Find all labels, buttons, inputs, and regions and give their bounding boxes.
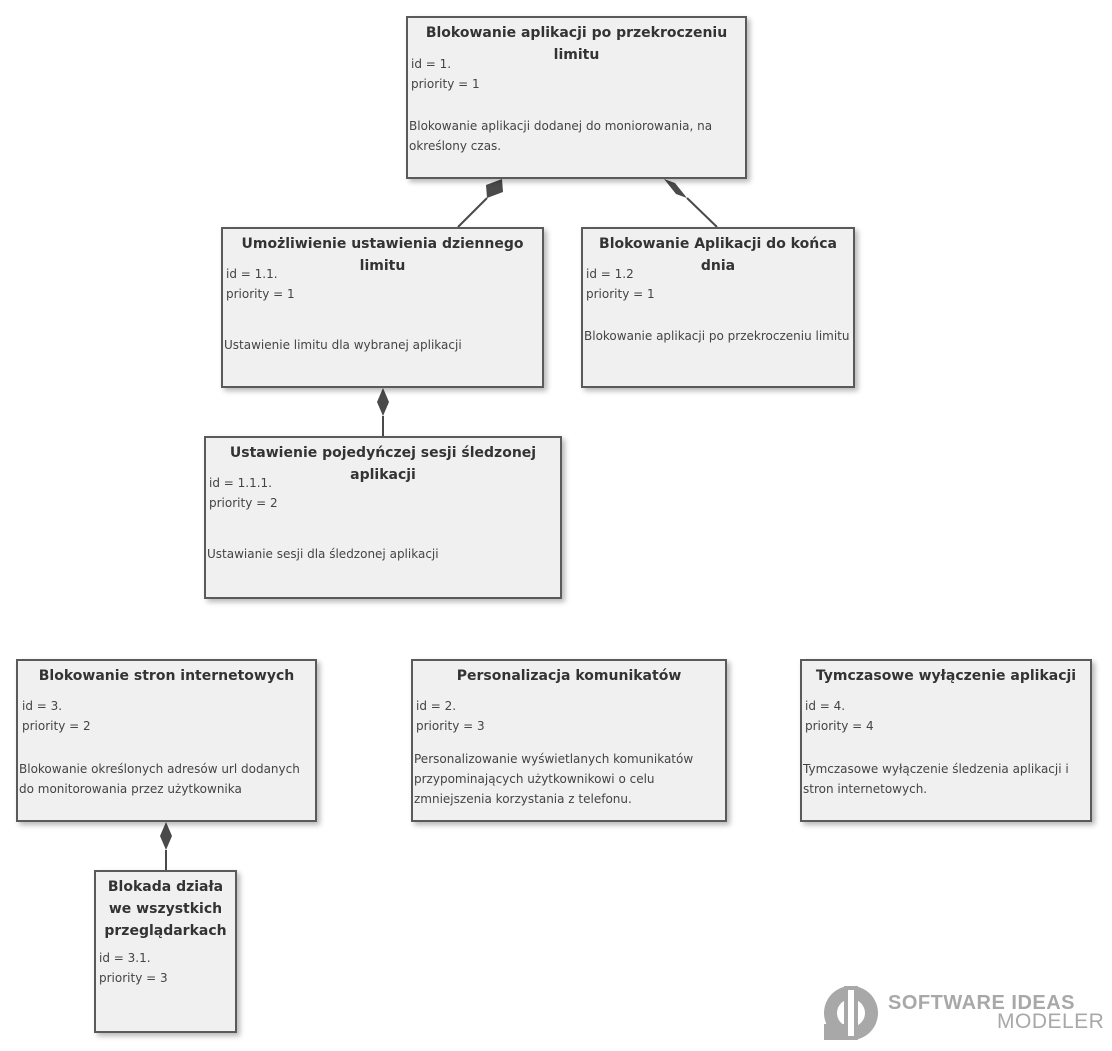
composition-connector-1-to-1-2[interactable] bbox=[664, 179, 718, 228]
requirement-id: id = 1.2 bbox=[586, 267, 634, 281]
composition-connector-1-to-1-1[interactable] bbox=[457, 179, 503, 228]
requirement-priority: priority = 4 bbox=[805, 719, 874, 733]
modeler-logo-icon bbox=[824, 986, 878, 1040]
requirement-description: Ustawianie sesji dla śledzonej aplikacji bbox=[207, 547, 439, 561]
requirement-id: id = 4. bbox=[805, 699, 846, 713]
requirement-meta: id = 1.1.1. priority = 2 bbox=[209, 473, 278, 513]
requirement-title: Blokowanie Aplikacji do końca dnia bbox=[599, 236, 837, 274]
requirement-id: id = 3. bbox=[22, 699, 63, 713]
requirement-description: Blokowanie aplikacji po przekroczeniu li… bbox=[584, 329, 850, 343]
requirement-meta: id = 1.1. priority = 1 bbox=[226, 264, 295, 304]
requirement-priority: priority = 1 bbox=[411, 77, 480, 91]
requirement-box-1-2[interactable]: Blokowanie Aplikacji do końca dnia id = … bbox=[581, 227, 855, 388]
composition-diamond-icon bbox=[377, 388, 389, 416]
requirement-box-3[interactable]: Blokowanie stron internetowych id = 3. p… bbox=[16, 659, 317, 822]
requirement-priority: priority = 2 bbox=[22, 719, 91, 733]
logo-text-line2: MODELER bbox=[997, 1010, 1105, 1033]
composition-connector-1-1-to-1-1-1[interactable] bbox=[377, 388, 389, 436]
requirement-meta: id = 3. priority = 2 bbox=[22, 696, 91, 736]
requirement-title: Blokowanie aplikacji po przekroczeniu li… bbox=[425, 25, 728, 63]
requirement-box-1-1-1[interactable]: Ustawienie pojedyńczej sesji śledzonej a… bbox=[204, 436, 562, 599]
requirement-box-1-1[interactable]: Umożliwienie ustawienia dziennego limitu… bbox=[221, 227, 544, 388]
requirement-id: id = 1.1. bbox=[226, 267, 278, 281]
requirement-priority: priority = 1 bbox=[586, 287, 655, 301]
requirement-title: Ustawienie pojedyńczej sesji śledzonej a… bbox=[229, 445, 537, 483]
logo-text-line1: SOFTWARE IDEAS bbox=[888, 992, 1076, 1014]
requirement-description: Ustawienie limitu dla wybranej aplikacji bbox=[224, 338, 462, 352]
requirement-id: id = 3.1. bbox=[99, 951, 151, 965]
requirement-id: id = 1.1.1. bbox=[209, 476, 272, 490]
requirement-id: id = 2. bbox=[416, 699, 457, 713]
requirement-priority: priority = 3 bbox=[416, 719, 485, 733]
requirement-meta: id = 1. priority = 1 bbox=[411, 54, 480, 94]
requirement-title: Personalizacja komunikatów bbox=[456, 668, 682, 684]
requirement-description: Tymczasowe wyłączenie śledzenia aplikacj… bbox=[803, 762, 1069, 796]
requirement-box-1[interactable]: Blokowanie aplikacji po przekroczeniu li… bbox=[406, 16, 747, 179]
requirement-meta: id = 3.1. priority = 3 bbox=[99, 948, 168, 988]
requirement-priority: priority = 1 bbox=[226, 287, 295, 301]
requirement-description: Blokowanie określonych adresów url dodan… bbox=[19, 762, 300, 796]
requirement-title: Umożliwienie ustawienia dziennego limitu bbox=[241, 236, 524, 274]
composition-diamond-icon bbox=[160, 822, 172, 850]
software-ideas-modeler-logo: SOFTWARE IDEAS MODELER bbox=[822, 984, 1104, 1042]
requirement-priority: priority = 2 bbox=[209, 496, 278, 510]
requirement-meta: id = 1.2 priority = 1 bbox=[586, 264, 655, 304]
requirement-meta: id = 2. priority = 3 bbox=[416, 696, 485, 736]
requirement-priority: priority = 3 bbox=[99, 971, 168, 985]
requirement-title: Blokada działa we wszystkich przeglądark… bbox=[104, 879, 227, 939]
composition-connector-3-to-3-1[interactable] bbox=[160, 822, 172, 870]
requirement-box-4[interactable]: Tymczasowe wyłączenie aplikacji id = 4. … bbox=[800, 659, 1092, 822]
requirement-meta: id = 4. priority = 4 bbox=[805, 696, 874, 736]
requirement-description: Blokowanie aplikacji dodanej do moniorow… bbox=[409, 119, 713, 153]
composition-diamond-icon bbox=[664, 179, 687, 198]
requirement-title: Blokowanie stron internetowych bbox=[38, 668, 295, 684]
requirement-description: Personalizowanie wyświetlanych komunikat… bbox=[414, 752, 694, 806]
requirement-title: Tymczasowe wyłączenie aplikacji bbox=[815, 668, 1077, 684]
requirement-box-2[interactable]: Personalizacja komunikatów id = 2. prior… bbox=[411, 659, 727, 822]
composition-diamond-icon bbox=[486, 179, 503, 198]
requirement-box-3-1[interactable]: Blokada działa we wszystkich przeglądark… bbox=[94, 870, 237, 1033]
requirement-id: id = 1. bbox=[411, 57, 452, 71]
